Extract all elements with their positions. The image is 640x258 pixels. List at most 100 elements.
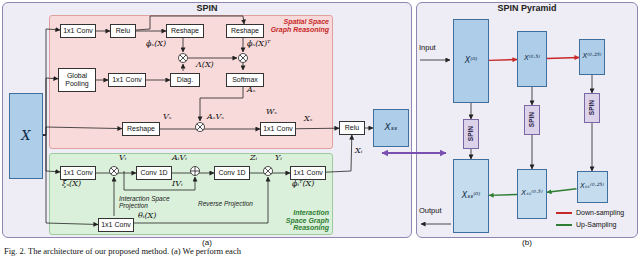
node-text: SPIN <box>196 3 217 14</box>
process-box: 1x1 Conv <box>108 73 146 87</box>
projection-line <box>114 177 115 216</box>
node-text: SPIN <box>467 126 474 141</box>
annotation: Vₛ <box>163 113 171 122</box>
annotation: Aₛ <box>247 86 255 95</box>
node-text: Global Pooling <box>59 72 95 87</box>
process-box: 1x1 Conv <box>98 218 134 232</box>
connector <box>160 129 260 130</box>
feature-map: Xₛₛ <box>373 109 409 147</box>
node-text: Xₛₛ⁽⁰⁾ <box>462 192 481 201</box>
process-box: Diag. <box>170 73 200 87</box>
label-text: θᵢ(X) <box>138 212 156 221</box>
connector <box>96 80 108 81</box>
node-text: X⁽⁰·⁵⁾ <box>524 55 540 63</box>
annotation: Wₛ <box>266 108 277 117</box>
label-text: Xₛ <box>304 115 312 124</box>
annotation: Λ(X) <box>196 61 214 70</box>
legend-text: Down-sampling <box>576 209 624 217</box>
annotation: Yᵢ <box>275 154 282 163</box>
node-text: 1x1 Conv <box>63 27 93 35</box>
flow-line <box>183 36 184 52</box>
annotation: (b) <box>522 239 532 248</box>
module-panel: X⁽⁰⁾X⁽⁰·⁵⁾X⁽⁰·²⁵⁾SPINSPINSPINXₛₛ⁽⁰⁾Xₛₛ⁽⁰… <box>416 2 638 238</box>
legend-row: Up-Sampling <box>556 219 624 231</box>
label-text: Yᵢ <box>275 154 282 163</box>
caption-box: Fig. 2. The architecture of our proposed… <box>4 247 241 256</box>
connector <box>136 31 166 32</box>
node-text: Conv 1D <box>218 169 245 177</box>
process-box: 1x1 Conv <box>60 24 96 38</box>
node-text: Xₛₛ⁽⁰·²⁵⁾ <box>580 183 604 191</box>
annotation: ϕᵢᵀ(X) <box>292 180 314 189</box>
label-text: ϕₛ(X) <box>146 40 166 49</box>
label-text: ξₛ(X) <box>62 180 81 189</box>
node-text: X⁽⁰⁾ <box>465 57 478 66</box>
annotation: Xₛ <box>304 115 312 124</box>
connector <box>471 149 472 159</box>
node-text: Reshape <box>171 27 199 35</box>
process-box: Global Pooling <box>58 68 96 92</box>
label-text: (b) <box>522 239 532 248</box>
flow-line <box>188 58 237 59</box>
label-text: Zᵢ <box>250 154 257 163</box>
annotation: θᵢ(X) <box>138 212 156 221</box>
node-text: SPIN <box>588 100 595 115</box>
link-arrow <box>382 152 446 154</box>
node-text: Relu <box>345 124 359 132</box>
process-box: Reshape <box>166 24 204 38</box>
annotation: Xᵢ <box>355 147 362 156</box>
multiply-symbol <box>264 167 273 176</box>
label-text: AₛVₛ <box>207 113 224 122</box>
process-box: Relu <box>339 121 365 135</box>
connector <box>146 80 170 81</box>
label-text: Xᵢ <box>355 147 362 156</box>
connector <box>471 103 472 119</box>
spin-block: SPIN <box>463 119 479 149</box>
node-text: Reshape <box>127 125 155 133</box>
label-text: IVᵢ <box>172 180 183 189</box>
legend-row: Down-sampling <box>556 207 624 219</box>
annotation: IVᵢ <box>172 180 183 189</box>
annotation: ξₛ(X) <box>62 180 81 189</box>
label-text: Vₛ <box>163 113 171 122</box>
feature-map: Xₛₛ⁽⁰·⁵⁾ <box>517 169 547 219</box>
feature-map: Xₛₛ⁽⁰·²⁵⁾ <box>577 171 608 203</box>
node-text: Interaction Space Graph Reasoning <box>277 209 332 234</box>
spin-block: SPIN <box>524 105 540 135</box>
node-text: 1x1 Conv <box>63 169 93 177</box>
annotation: AₛVₛ <box>207 113 224 122</box>
flow-line <box>183 64 184 71</box>
process-box: Conv 1D <box>136 166 172 180</box>
flow-line <box>243 36 244 52</box>
process-box: 1x1 Conv <box>290 166 326 180</box>
legend: Down-samplingUp-Sampling <box>556 207 624 231</box>
connector <box>365 128 373 129</box>
label-text: Aₛ <box>247 86 255 95</box>
annotation: ϕₛ(X) <box>146 40 166 49</box>
label-text: ϕᵢᵀ(X) <box>292 180 314 189</box>
connector <box>96 31 110 32</box>
annotation: Interaction Space Projection <box>119 195 191 209</box>
process-box: 1x1 Conv <box>60 166 96 180</box>
node-text: 1x1 Conv <box>112 76 142 84</box>
legend-swatch <box>556 224 572 226</box>
multiply-symbol <box>110 167 119 176</box>
annotation: Input <box>419 44 436 52</box>
annotation: Zᵢ <box>250 154 257 163</box>
node-text: SPIN Pyramid <box>497 3 556 14</box>
node-text: 1x1 Conv <box>101 221 131 229</box>
connector <box>532 135 533 169</box>
caption: Fig. 2. The architecture of our proposed… <box>4 247 241 256</box>
process-box: Softmax <box>226 73 264 87</box>
add-symbol <box>191 167 200 176</box>
input-arrow <box>420 60 450 61</box>
label-text: Vᵢ <box>119 154 126 163</box>
label-text: Interaction Space Projection <box>119 195 191 209</box>
node-text: 1x1 Conv <box>293 169 323 177</box>
label-text: Output <box>419 207 442 215</box>
node-text: Spatial Space Graph Reasoning <box>269 16 332 33</box>
multiply-symbol <box>179 54 188 63</box>
node-text: Xₛₛ⁽⁰·⁵⁾ <box>521 190 542 198</box>
process-box: Reshape <box>226 24 264 38</box>
